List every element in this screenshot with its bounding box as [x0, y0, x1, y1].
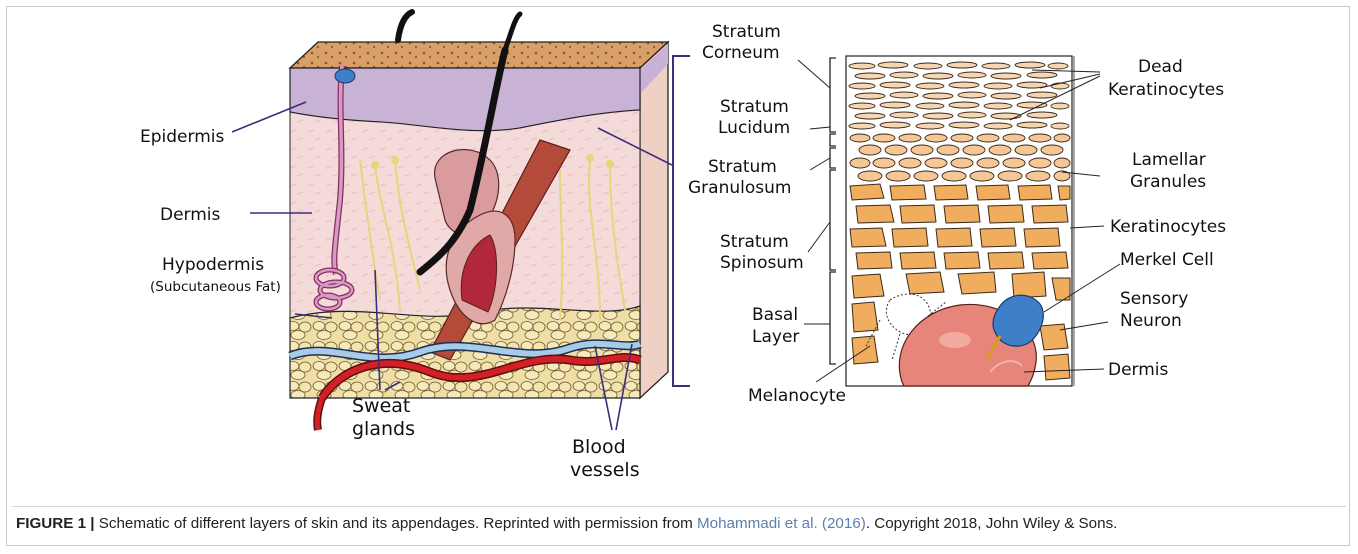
label-keratinocytes: Keratinocytes: [1110, 217, 1226, 237]
caption-divider: [12, 506, 1346, 507]
label-spinosum-2: Spinosum: [720, 253, 804, 273]
label-dead-1: Dead: [1138, 57, 1183, 77]
figure-caption: FIGURE 1 | Schematic of different layers…: [16, 515, 1346, 532]
epidermis-layers-panel: [846, 56, 1072, 386]
label-blood-2: vessels: [570, 459, 640, 481]
label-merkel: Merkel Cell: [1120, 250, 1214, 270]
caption-reference-link[interactable]: Mohammadi et al. (2016): [697, 515, 866, 532]
skin-surface: [290, 42, 668, 68]
layer-brackets: [830, 58, 836, 364]
label-spinosum-1: Stratum: [720, 232, 789, 252]
label-hypodermis-sub: (Subcutaneous Fat): [150, 279, 281, 295]
caption-text-after: . Copyright 2018, John Wiley & Sons.: [866, 515, 1118, 532]
label-basal-1: Basal: [752, 305, 798, 325]
caption-text-before: Schematic of different layers of skin an…: [95, 515, 697, 532]
label-granulosum-1: Stratum: [708, 157, 777, 177]
label-lamellar-1: Lamellar: [1132, 150, 1206, 170]
skin-side-face: [640, 42, 668, 398]
label-dermis: Dermis: [160, 205, 221, 225]
label-corneum-1: Stratum: [712, 22, 781, 42]
label-sensory-1: Sensory: [1120, 289, 1188, 309]
label-sweat-1: Sweat: [352, 395, 410, 417]
label-sweat-2: glands: [352, 418, 415, 440]
connector-bracket: [673, 56, 690, 386]
label-basal-2: Layer: [752, 327, 799, 347]
label-lamellar-2: Granules: [1130, 172, 1206, 192]
label-granulosum-2: Granulosum: [688, 178, 791, 198]
label-hypodermis: Hypodermis: [162, 255, 264, 275]
caption-figure-label: FIGURE 1 |: [16, 515, 95, 532]
skin-block: [290, 12, 668, 430]
label-dermis-right: Dermis: [1108, 360, 1169, 380]
label-sensory-2: Neuron: [1120, 311, 1182, 331]
label-lucidum-1: Stratum: [720, 97, 789, 117]
label-corneum-2: Corneum: [702, 43, 780, 63]
label-melanocyte: Melanocyte: [748, 386, 846, 406]
skin-diagram: Epidermis Dermis Hypodermis (Subcutaneou…: [0, 0, 1358, 506]
label-lucidum-2: Lucidum: [718, 118, 790, 138]
label-blood-1: Blood: [572, 436, 626, 458]
label-dead-2: Keratinocytes: [1108, 80, 1224, 100]
label-epidermis: Epidermis: [140, 127, 224, 147]
